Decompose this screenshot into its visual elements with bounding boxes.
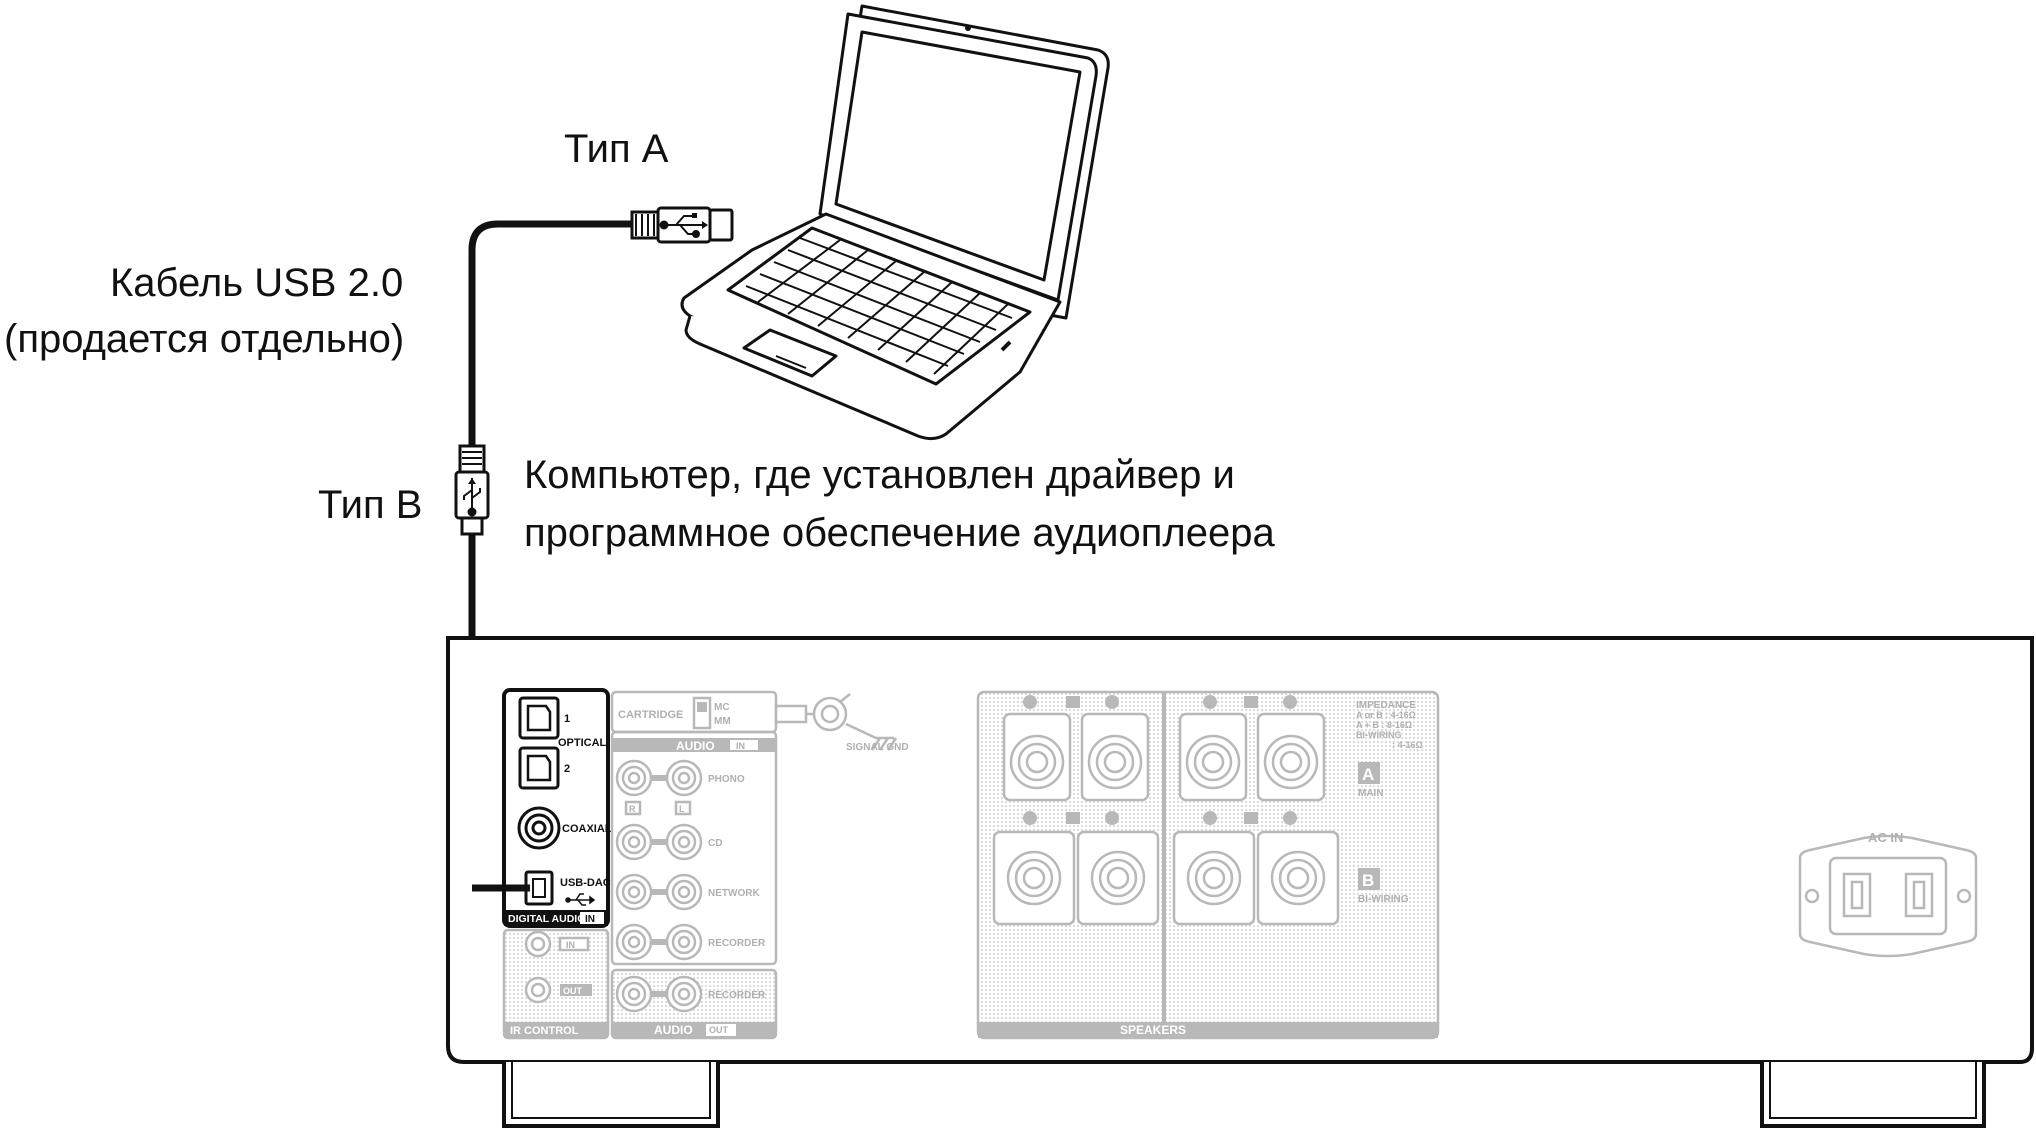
computer-label-line1: Компьютер, где установлен драйвер и <box>524 453 1235 497</box>
usb-type-a-plug-icon <box>630 206 734 244</box>
optical-1-port[interactable] <box>518 696 560 740</box>
network-label: NETWORK <box>708 888 760 899</box>
coaxial-label: COAXIAL <box>562 823 612 835</box>
ir-control-label: IR CONTROL <box>510 1025 579 1037</box>
mm-label: MM <box>714 716 731 727</box>
l-label: L <box>679 804 685 814</box>
laptop-icon <box>680 4 1110 441</box>
digital-audio-in-label: IN <box>585 914 595 925</box>
audio-in-box-label: IN <box>736 741 745 751</box>
ir-out-label: OUT <box>563 986 583 996</box>
cartridge-label: CARTRIDGE <box>618 709 683 721</box>
impedance-label: IMPEDANCE <box>1356 700 1416 711</box>
main-label: MAIN <box>1358 788 1384 799</box>
impedance-biwiring-val: : 4-16Ω <box>1392 740 1423 750</box>
speaker-terminals-panel <box>976 690 1440 1040</box>
optical-2-label: 2 <box>564 763 570 775</box>
cable-label-line2: (продается отдельно) <box>4 317 404 361</box>
impedance-biwiring: BI-WIRING <box>1356 730 1402 740</box>
speaker-a-label: A <box>1362 765 1374 784</box>
recorder-label: RECORDER <box>708 938 766 949</box>
optical-2-port[interactable] <box>518 746 560 790</box>
audio-in-label: AUDIO <box>676 739 715 753</box>
digital-audio-label: DIGITAL AUDIO <box>508 913 585 925</box>
digital-audio-in-panel: 1 OPTICAL 2 COAXIAL USB-DAC DIGITAL AUDI… <box>502 688 612 928</box>
usb-dac-port[interactable] <box>524 870 554 906</box>
analog-audio-panel <box>502 690 898 1040</box>
mc-label: MC <box>714 702 730 713</box>
speaker-b-label: B <box>1362 871 1374 890</box>
impedance-a-and-b: A + B : 8-16Ω <box>1356 720 1412 730</box>
ir-in-label: IN <box>566 940 575 950</box>
ac-in-label: AC IN <box>1868 830 1903 845</box>
signal-gnd-label: SIGNAL GND <box>846 742 909 753</box>
bi-wiring-label: BI-WIRING <box>1358 894 1409 905</box>
type-a-label: Тип A <box>564 127 669 171</box>
r-label: R <box>629 804 636 814</box>
computer-label-line2: программное обеспечение аудиоплеера <box>524 511 1275 555</box>
usb-type-b-plug-icon <box>454 444 490 536</box>
usb-symbol-icon <box>565 893 596 906</box>
optical-1-label: 1 <box>564 713 570 725</box>
speakers-label: SPEAKERS <box>1120 1023 1186 1037</box>
recorder-out-label: RECORDER <box>708 990 766 1001</box>
analog-audio-labels: CARTRIDGE MC MM AUDIO IN PHONO R L CD NE… <box>510 702 909 1037</box>
type-b-label: Тип B <box>318 483 422 527</box>
audio-out-box-label: OUT <box>709 1025 729 1035</box>
audio-out-label: AUDIO <box>654 1023 693 1037</box>
cd-label: CD <box>708 838 722 849</box>
phono-label: PHONO <box>708 774 745 785</box>
ac-in-socket <box>1798 834 1978 958</box>
impedance-a-or-b: A or B : 4-16Ω <box>1356 710 1416 720</box>
speaker-labels: IMPEDANCE A or B : 4-16Ω A + B : 8-16Ω B… <box>1120 700 1423 1037</box>
cable-label-line1: Кабель USB 2.0 <box>110 261 403 305</box>
coaxial-port[interactable] <box>517 806 561 850</box>
usb-dac-label: USB-DAC <box>560 877 611 889</box>
optical-label: OPTICAL <box>558 737 607 749</box>
